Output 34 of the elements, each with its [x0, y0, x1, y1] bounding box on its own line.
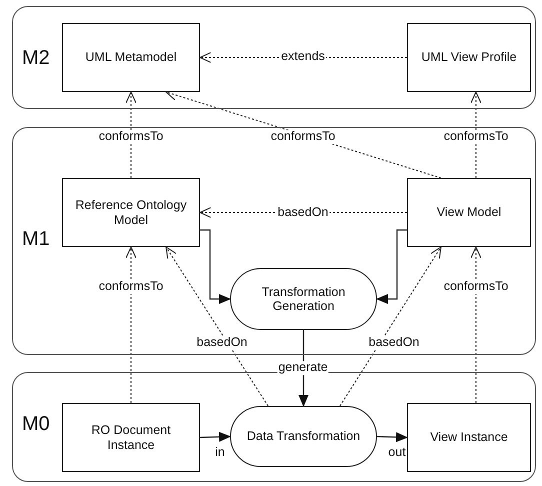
process-pill: Transformation Generation [230, 268, 377, 330]
edge-label: conformsTo [98, 130, 164, 144]
edge-label: conformsTo [442, 280, 510, 294]
arrow [200, 229, 231, 304]
edge-label: conformsTo [442, 130, 510, 144]
process-pill: Data Transformation [230, 406, 377, 467]
edge-label: basedOn [196, 336, 248, 350]
layer-label: M1 [22, 228, 50, 251]
model-box: View Instance [407, 403, 531, 472]
model-box: View Model [407, 178, 531, 247]
model-box: UML Metamodel [62, 23, 200, 92]
edge-label: in [214, 446, 226, 460]
dotted-arrow [126, 246, 136, 404]
dotted-arrow [339, 246, 442, 406]
model-box: RO Document Instance [62, 403, 200, 472]
model-box: UML View Profile [407, 23, 531, 92]
dotted-arrow [470, 246, 482, 404]
layer-label: M0 [22, 413, 50, 436]
layer-band [12, 372, 536, 482]
layer-label: M2 [22, 47, 50, 70]
layer-band [12, 127, 536, 355]
layer-band [12, 6, 536, 109]
arrow [200, 432, 231, 442]
dotted-arrow [470, 92, 482, 178]
edge-label: generate [277, 361, 329, 375]
edge-label: out [387, 446, 407, 460]
dotted-arrow [126, 92, 136, 178]
edge-label: basedOn [368, 336, 420, 350]
edge-label: conformsTo [270, 130, 336, 144]
arrow [376, 229, 407, 304]
arrow [376, 432, 408, 442]
dotted-arrow [166, 246, 269, 406]
model-box: Reference Ontology Model [62, 178, 200, 247]
edge-label: conformsTo [98, 280, 164, 294]
